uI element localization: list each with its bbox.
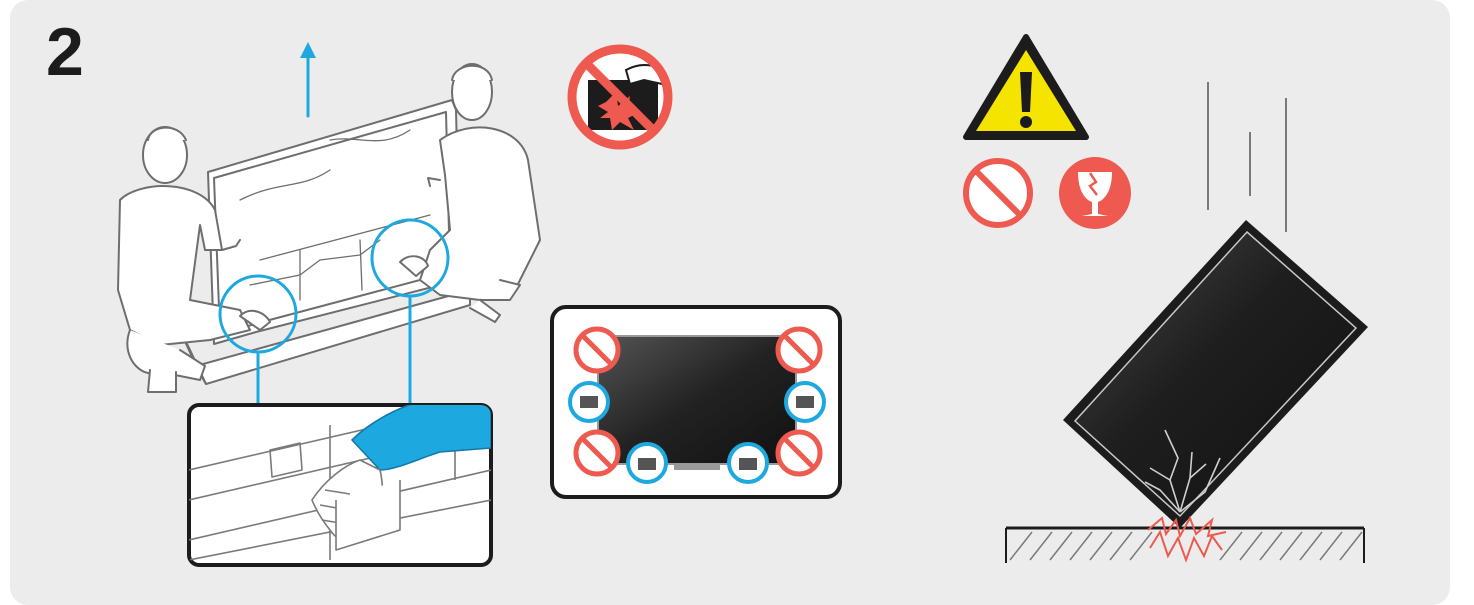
zoom-detail-box (189, 398, 491, 565)
no-grip-bottom-left (576, 432, 618, 474)
falling-motion-lines (1208, 82, 1286, 232)
grip-guide-box (552, 307, 840, 497)
ok-grip-left (570, 383, 608, 421)
ok-grip-right (786, 383, 824, 421)
lifting-scene (118, 42, 540, 405)
fragile-glass-icon (1059, 157, 1131, 229)
no-touch-screen-icon (568, 45, 672, 149)
prohibited-icon (966, 161, 1030, 225)
warning-triangle-icon (966, 37, 1086, 137)
no-grip-top-right (778, 329, 820, 371)
lift-up-arrow (300, 42, 316, 116)
no-grip-top-left (576, 329, 618, 371)
tv-in-box (180, 100, 470, 384)
falling-tv (1063, 220, 1368, 528)
ok-grip-bottom-right (729, 444, 767, 482)
no-grip-bottom-right (778, 432, 820, 474)
impact-burst-icon (1148, 518, 1226, 560)
ok-grip-bottom-left (628, 444, 666, 482)
